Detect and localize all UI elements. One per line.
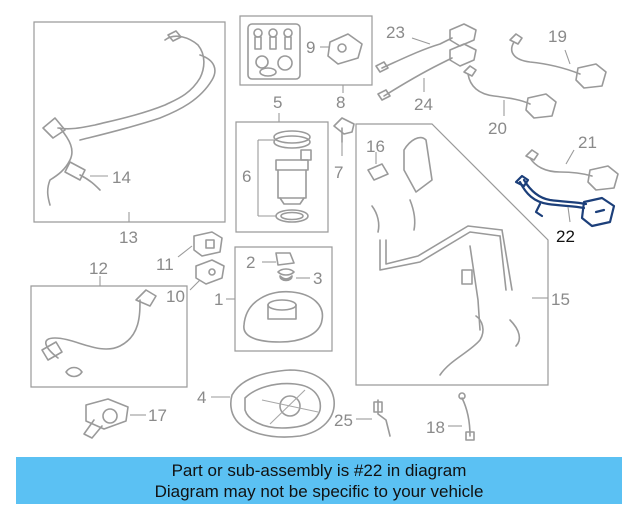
label-25: 25 xyxy=(334,411,353,430)
part-group-8-9 xyxy=(239,15,373,93)
label-21: 21 xyxy=(578,133,597,152)
part-group-1 xyxy=(226,246,333,352)
label-1: 1 xyxy=(214,290,223,309)
label-23: 23 xyxy=(386,23,405,42)
part-19 xyxy=(509,33,607,89)
part-group-5-6: 5 xyxy=(235,93,329,233)
label-19: 19 xyxy=(548,27,567,46)
label-24: 24 xyxy=(414,95,433,114)
part-group-12 xyxy=(30,276,188,388)
label-7: 7 xyxy=(334,163,343,182)
part-18 xyxy=(448,392,475,441)
label-2: 2 xyxy=(246,253,255,272)
part-23 xyxy=(375,23,477,73)
label-14: 14 xyxy=(112,168,131,187)
label-13: 13 xyxy=(119,228,138,247)
label-18: 18 xyxy=(426,418,445,437)
info-banner: Part or sub-assembly is #22 in diagram D… xyxy=(16,457,622,504)
part-group-15 xyxy=(355,123,549,386)
banner-line-2: Diagram may not be specific to your vehi… xyxy=(154,482,484,501)
label-17: 17 xyxy=(148,406,167,425)
part-11 xyxy=(177,231,223,258)
part-21 xyxy=(525,149,619,191)
label-16: 16 xyxy=(366,137,385,156)
label-8: 8 xyxy=(336,93,345,112)
part-20 xyxy=(463,65,557,119)
part-4 xyxy=(211,369,335,438)
label-11: 11 xyxy=(156,255,174,274)
label-15: 15 xyxy=(551,290,570,309)
label-5: 5 xyxy=(273,93,282,112)
part-10 xyxy=(189,259,225,291)
part-17 xyxy=(83,398,146,439)
part-7 xyxy=(333,117,355,156)
label-9: 9 xyxy=(306,38,315,57)
part-24 xyxy=(377,43,477,101)
label-20: 20 xyxy=(488,119,507,138)
label-6: 6 xyxy=(242,167,251,186)
label-3: 3 xyxy=(313,269,322,288)
part-group-13 xyxy=(33,21,226,223)
label-10: 10 xyxy=(166,287,185,306)
part-25 xyxy=(356,399,391,437)
label-22: 22 xyxy=(556,227,575,246)
part-22-highlighted[interactable] xyxy=(514,174,616,228)
banner-line-1: Part or sub-assembly is #22 in diagram xyxy=(171,461,467,480)
label-4: 4 xyxy=(197,388,206,407)
parts-diagram: 13 14 9 8 5 6 xyxy=(30,15,619,441)
label-12: 12 xyxy=(89,259,108,278)
